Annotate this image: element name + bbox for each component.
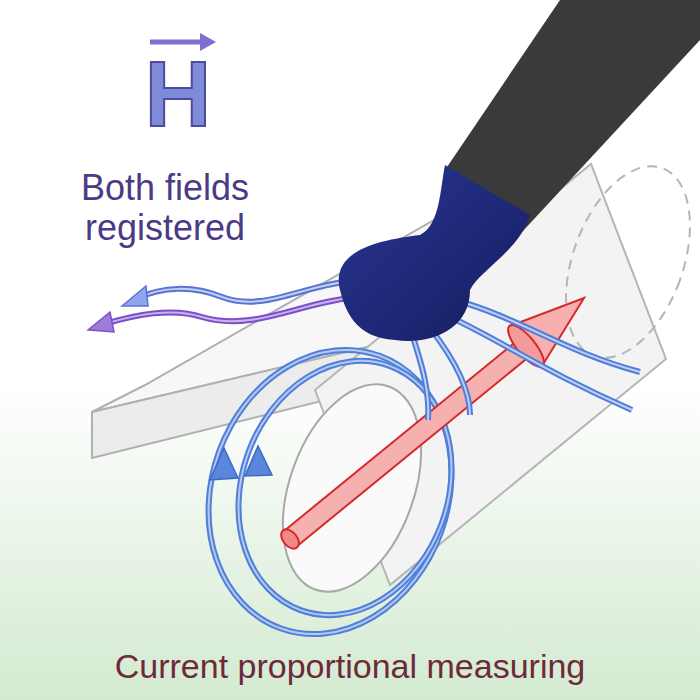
cylindrical-conductor [257,149,700,610]
vector-symbol: H [118,48,238,140]
annotation-text: Both fields registered [30,168,300,247]
busbar-field-lines [88,282,350,332]
caption-text: Current proportional measuring [20,646,680,687]
circular-field-lines [170,315,491,668]
sensor-probe [339,0,700,341]
